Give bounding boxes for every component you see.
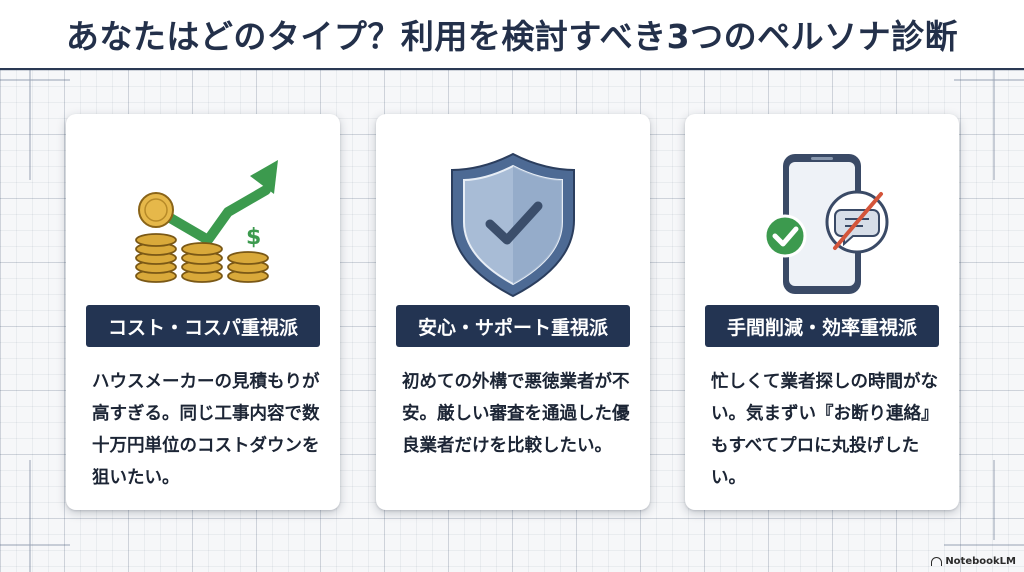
persona-description-safety: 初めての外構で悪徳業者が不安。厳しい審査を通過した優良業者だけを比較したい。 [402,372,630,456]
persona-label-efficiency: 手間削減・効率重視派 [705,305,939,347]
header: あなたはどのタイプ？利用を検討すべき3つのペルソナ診断 [0,0,1024,70]
notebooklm-logo-icon [931,557,943,566]
persona-label-cost: コスト・コスパ重視派 [86,305,320,347]
shield-check-icon [451,152,575,298]
branding-text: NotebookLM [945,556,1016,567]
smartphone-no-chat-icon [763,154,889,294]
persona-description-efficiency: 忙しくて業者探しの時間がない。気まずい『お断り連絡』もすべてプロに丸投げしたい。 [711,372,939,488]
dollar-sign-text: $ [246,225,261,250]
persona-card-cost: $ コスト・コスパ重視派 ハウスメーカーの見積もりが高すぎる。同じ工事内容で数十… [66,114,340,510]
persona-label-safety: 安心・サポート重視派 [396,305,630,347]
persona-card-safety: 安心・サポート重視派 初めての外構で悪徳業者が不安。厳しい審査を通過した優良業者… [376,114,650,510]
page-title: あなたはどのタイプ？利用を検討すべき3つのペルソナ診断 [65,17,959,56]
persona-description-cost: ハウスメーカーの見積もりが高すぎる。同じ工事内容で数十万円単位のコストダウンを狙… [92,372,320,488]
coins-growth-arrow-icon: $ [135,160,278,283]
notebooklm-branding: NotebookLM [931,556,1016,567]
persona-card-efficiency: 手間削減・効率重視派 忙しくて業者探しの時間がない。気まずい『お断り連絡』もすべ… [685,114,959,510]
